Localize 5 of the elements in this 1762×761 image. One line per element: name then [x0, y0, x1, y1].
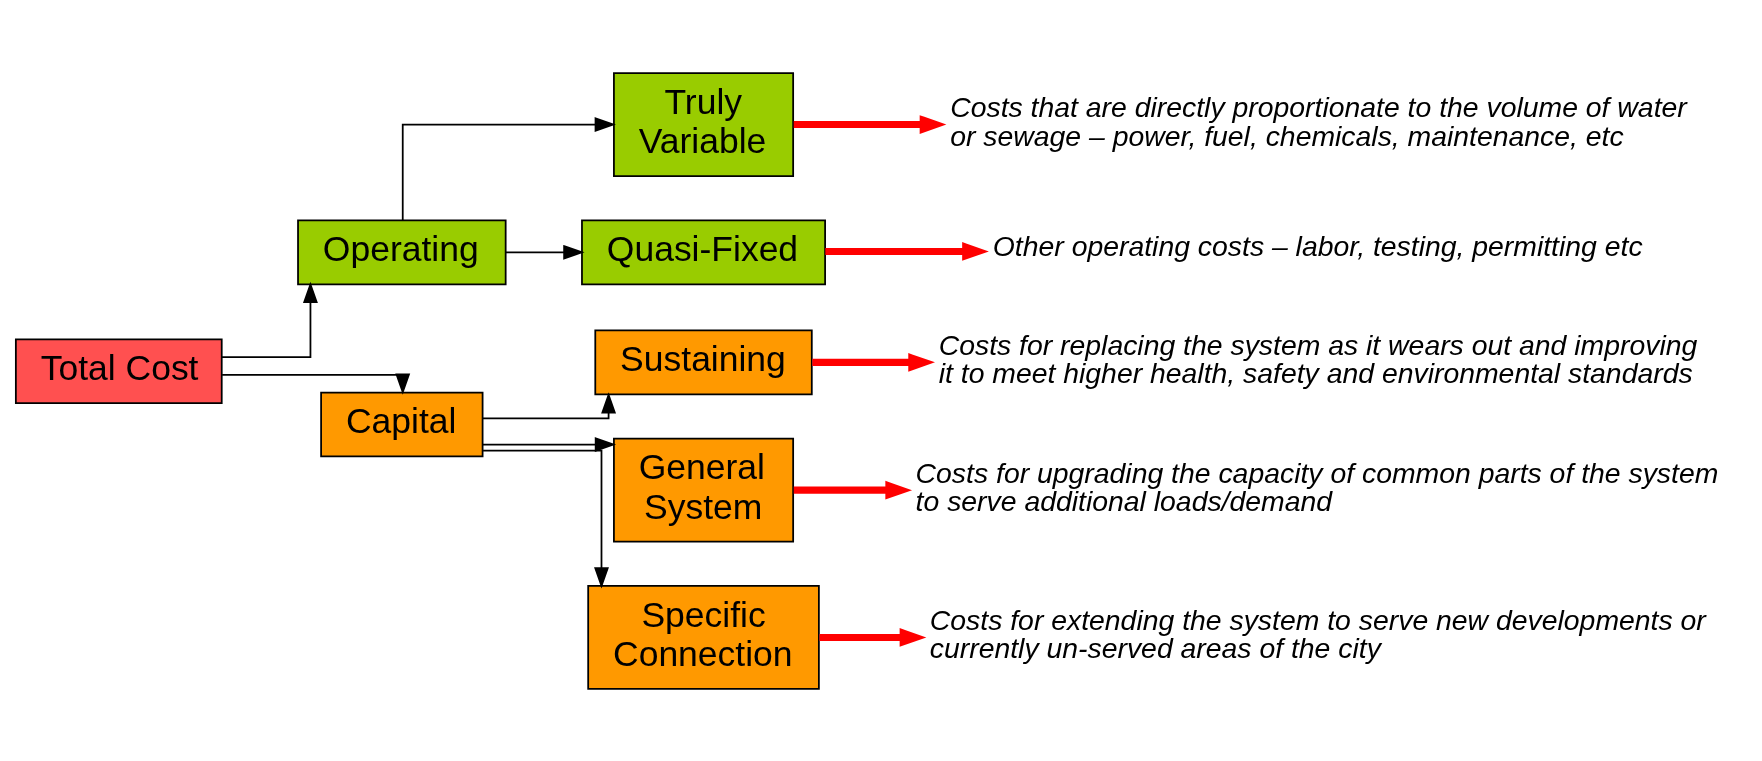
- node-text: Other operating costs – labor, testing, permitting etc: [992, 229, 1643, 262]
- node-text: Costs for replacing the system as it wears out and improving it to meet higher health, safety and environmental standards: [938, 328, 1698, 389]
- node-text: Costs for extending the system to serve new developments or currently un-served areas of the city: [929, 603, 1706, 664]
- node-text: Costs for upgrading the capacity of common parts of the system to serve additional loads/demand: [915, 456, 1719, 517]
- node-text: Costs that are directly proportionate to the volume of water or sewage – power, fuel, chemicals, maintenance, etc: [950, 90, 1687, 151]
